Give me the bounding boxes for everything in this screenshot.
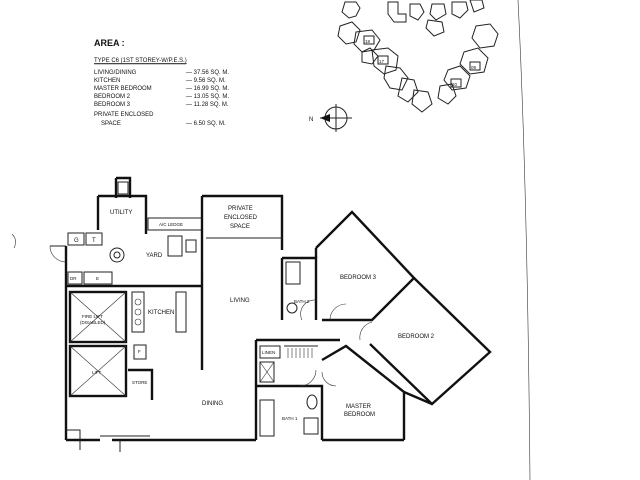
area-row-value: — 6.50 SQ. M.: [186, 121, 226, 127]
tag-e: E: [96, 276, 99, 281]
area-row-value: — 13.05 SQ. M.: [186, 94, 229, 100]
tag-f: F: [138, 349, 141, 354]
room-pes-line2: ENCLOSED: [224, 215, 258, 221]
area-row-name: KITCHEN: [94, 78, 120, 84]
north-letter: N: [309, 117, 313, 123]
tag-t: T: [92, 238, 96, 244]
area-row-name: MASTER BEDROOM: [94, 86, 152, 92]
tag-g: G: [74, 238, 79, 244]
room-pes-line3: SPACE: [230, 224, 250, 230]
tag-dr: DR: [70, 276, 77, 281]
room-dining: DINING: [202, 401, 223, 407]
room-ac-ledge: A/C LEDGE: [159, 222, 183, 227]
room-store: STORE: [132, 380, 147, 385]
area-row-value: — 37.56 SQ. M.: [186, 70, 229, 76]
site-block-number: 18: [365, 39, 371, 44]
area-row-name: BEDROOM 2: [94, 94, 131, 100]
area-type-label: TYPE C6 (1ST STOREY-W/P.E.S.): [94, 58, 187, 64]
room-bedroom3: BEDROOM 3: [340, 275, 377, 281]
area-row-value: — 16.99 SQ. M.: [186, 86, 229, 92]
room-bath2: BATH 2: [294, 299, 310, 304]
page-edge-line: [517, 0, 531, 480]
room-linen: LINEN: [262, 350, 275, 355]
room-kitchen: KITCHEN: [148, 310, 174, 316]
room-utility: UTILITY: [110, 210, 132, 216]
unit-floor-plan: UTILITY A/C LEDGE PRIVATE ENCLOSED SPACE…: [49, 176, 492, 452]
room-bedroom2: BEDROOM 2: [398, 334, 435, 340]
site-block-number: 17: [379, 59, 385, 64]
room-living: LIVING: [230, 298, 250, 304]
area-table: AREA : TYPE C6 (1ST STOREY-W/P.E.S.) LIV…: [94, 38, 229, 127]
room-bath1: BATH 1: [282, 416, 298, 421]
area-row-value: — 11.28 SQ. M.: [186, 102, 229, 108]
room-master-line1: MASTER: [346, 404, 372, 410]
site-block-number: 09: [471, 65, 477, 70]
area-row-name: LIVING/DINING: [94, 70, 137, 76]
room-fire-lift-line1: FIRE LIFT: [82, 314, 103, 319]
area-row-name: SPACE: [101, 121, 121, 127]
area-row-name: PRIVATE ENCLOSED: [94, 112, 154, 118]
room-yard: YARD: [146, 253, 163, 259]
site-key-plan: 18 17 09 10: [337, 0, 499, 113]
area-row-name: BEDROOM 3: [94, 102, 131, 108]
site-block-number: 10: [452, 82, 458, 87]
area-row-value: — 9.56 SQ. M.: [186, 78, 226, 84]
north-arrow-icon: N: [309, 104, 352, 132]
room-lift: LIFT: [92, 370, 102, 375]
room-fire-lift-line2: (DISABLED): [80, 320, 106, 325]
room-master-line2: BEDROOM: [344, 412, 375, 418]
area-heading: AREA :: [94, 38, 125, 48]
scan-mark: [11, 233, 16, 249]
room-pes-line1: PRIVATE: [228, 206, 253, 212]
